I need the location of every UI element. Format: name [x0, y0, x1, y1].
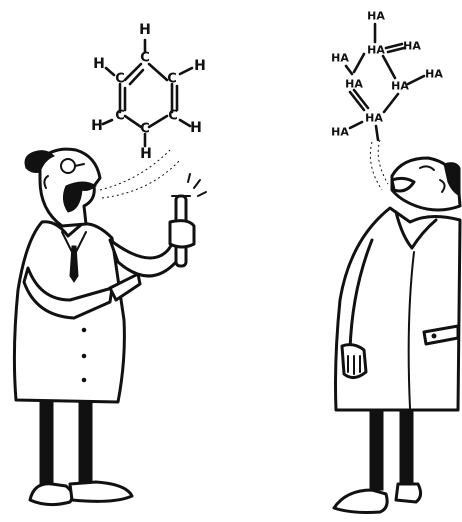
atom-carbon: C [115, 109, 125, 124]
scientist-figure [12, 147, 207, 507]
man-eye [419, 165, 435, 171]
scientist-hair [24, 150, 55, 173]
atom-hydrogen: H [190, 120, 202, 136]
speech-lines-right [369, 139, 389, 191]
atom-hydrogen: H [91, 118, 103, 134]
atom-hydrogen: H [139, 22, 151, 38]
scientist-hand-holding [168, 219, 196, 249]
ha-atom: HA [365, 112, 383, 125]
man-leg-right [399, 403, 414, 485]
atom-carbon: C [140, 51, 150, 66]
ha-atom: HA [391, 80, 409, 93]
scientist-shoe-right [68, 480, 134, 503]
benzene-molecule: C C C C C C H H H H H H [91, 22, 206, 162]
scientist-hand-pointing [108, 272, 142, 302]
speech-lines-left [99, 149, 181, 199]
scientist-leg-left [39, 397, 54, 487]
atom-carbon: C [140, 122, 150, 137]
atom-hydrogen: H [194, 58, 206, 74]
ha-atom: HA [367, 10, 385, 23]
scientist-tie [69, 245, 79, 283]
ha-atom: HA [403, 40, 421, 53]
atom-carbon: C [167, 72, 177, 87]
scientist-beard [62, 181, 97, 213]
scientist-shoe-left [28, 482, 74, 507]
ha-atom: HA [345, 78, 363, 91]
ha-atom: HA [425, 68, 443, 81]
atom-carbon: C [168, 109, 178, 124]
atom-carbon: C [115, 72, 125, 87]
man-shoe-left [332, 488, 389, 514]
man-shoe-right [394, 482, 423, 504]
ha-atom: HA [331, 126, 349, 139]
man-head [390, 156, 462, 212]
man-arm [348, 238, 374, 352]
atom-hydrogen: H [140, 146, 152, 162]
man-leg-left [369, 403, 384, 491]
scientist-arm-pointing [22, 266, 114, 320]
man-mouth [390, 176, 416, 193]
ha-atom: HA [331, 52, 349, 65]
scientist-leg-right [78, 397, 93, 485]
ha-molecule: HA HA HA HA HA HA HA HA HA [331, 10, 443, 142]
atom-hydrogen: H [93, 56, 105, 72]
man-collar [394, 210, 438, 250]
man-hair [443, 162, 461, 197]
ha-atom: HA [367, 44, 385, 57]
man-pocket [422, 324, 460, 346]
laughing-man-figure [332, 156, 462, 514]
